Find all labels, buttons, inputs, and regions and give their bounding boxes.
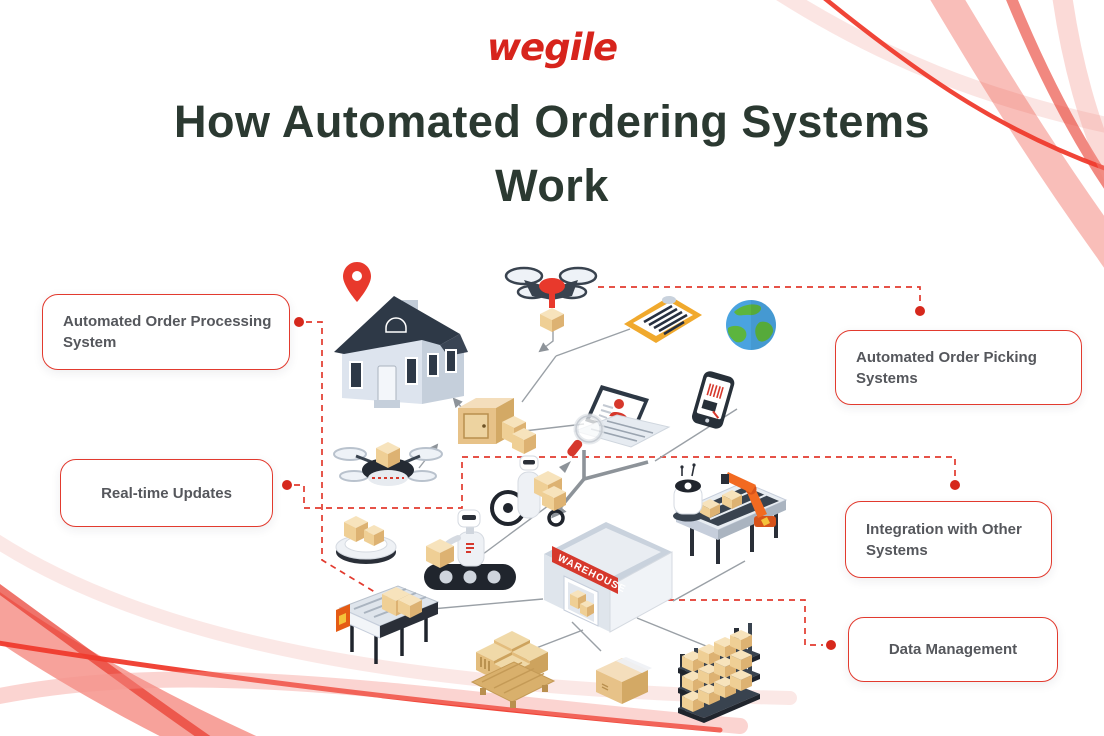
callout-label: Automated Order Processing System — [63, 313, 272, 351]
carrier-drone-icon — [333, 442, 443, 486]
robotic-arm-conveyor-icon — [673, 463, 788, 564]
wheeled-robot-icon — [490, 455, 566, 527]
connector-dots — [282, 306, 960, 650]
parcel-locker-icon — [458, 398, 536, 454]
storage-rack-icon — [678, 623, 760, 723]
conveyor-belt-icon — [336, 585, 440, 664]
location-pin-icon — [343, 262, 371, 302]
flow-lines-bold — [551, 450, 649, 519]
callout-integration-with-other-systems: Integration with Other Systems — [845, 501, 1052, 578]
cardboard-box-icon — [596, 657, 652, 704]
vacuum-robot-icon — [335, 516, 397, 564]
dashed-connectors — [294, 286, 956, 646]
dot-processing — [294, 317, 304, 327]
connector-realtime-integration — [294, 456, 956, 509]
dot-integration — [950, 480, 960, 490]
callout-automated-order-processing-system: Automated Order Processing System — [42, 294, 290, 370]
order-clipboard-icon — [624, 296, 702, 343]
callout-data-management: Data Management — [848, 617, 1058, 682]
warehouse-building-icon: WAREHOUSE — [544, 522, 673, 633]
callout-real-time-updates: Real-time Updates — [60, 459, 273, 527]
title-line-2: Work — [495, 160, 609, 211]
connector-picking-systems — [598, 286, 921, 303]
pallet-crates-icon — [470, 631, 556, 708]
callout-label: Data Management — [888, 641, 1018, 658]
delivery-drone-icon — [504, 266, 598, 332]
globe-icon — [726, 300, 776, 350]
page-title: How Automated Ordering Systems Work — [0, 90, 1104, 218]
dot-picking — [915, 306, 925, 316]
logo-wegile: wegile — [486, 26, 618, 69]
connector-processing-system — [306, 321, 389, 601]
tracked-robot-icon — [424, 509, 516, 590]
callout-label: Real-time Updates — [101, 484, 232, 502]
callout-automated-order-picking-systems: Automated Order Picking Systems — [835, 330, 1082, 405]
callout-label: Automated Order Picking Systems — [856, 348, 1037, 387]
connector-data-management — [668, 599, 823, 646]
laptop-search-icon — [559, 385, 671, 473]
rack-boxes — [682, 630, 752, 712]
dot-data — [826, 640, 836, 650]
house-icon — [334, 296, 468, 408]
callout-label: Integration with Other Systems — [866, 520, 1022, 559]
barcode-phone-icon — [691, 371, 735, 429]
dot-realtime — [282, 480, 292, 490]
title-line-1: How Automated Ordering Systems — [174, 96, 930, 147]
ribbon-top-right-icon — [776, 0, 1104, 268]
